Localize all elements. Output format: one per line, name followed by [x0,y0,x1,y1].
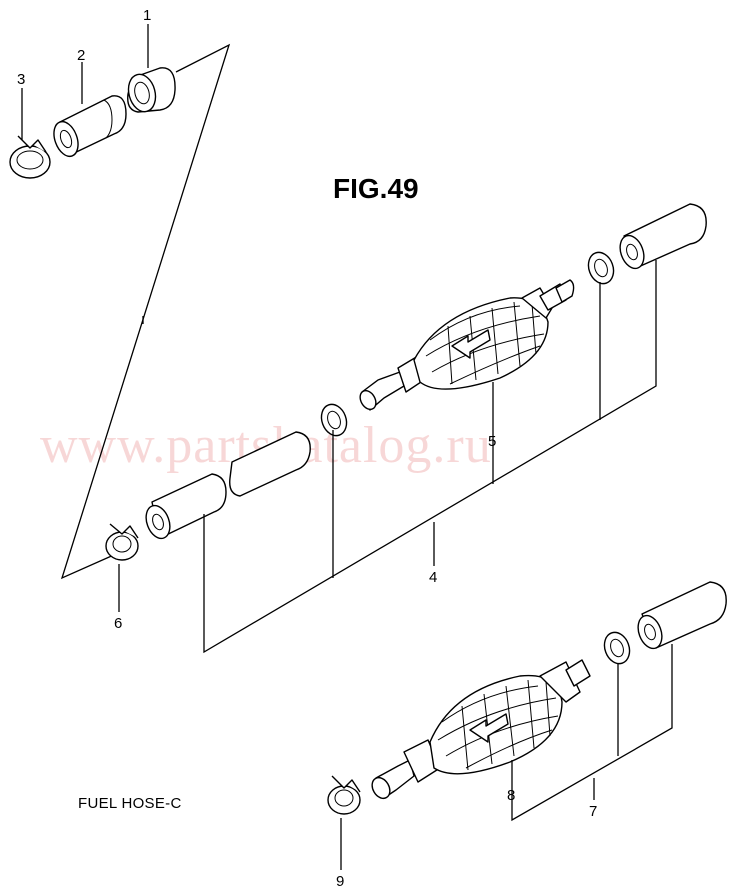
callout-9: 9 [336,873,344,890]
part-5-primer-bulb [359,279,575,411]
figure-caption: FUEL HOSE-C [78,795,182,812]
part-3-clip [9,135,51,179]
part-hose-upper-right [619,203,707,270]
figure-title: FIG.49 [333,173,419,204]
callout-3: 3 [17,71,25,88]
callout-1: 1 [143,7,151,24]
part-clip-upper-left [320,403,348,437]
callout-6: 6 [114,615,122,632]
part-hose-upper-left [145,431,311,540]
part-1-sleeve [127,67,176,113]
part-6-clip [105,523,139,561]
callout-8: 8 [507,787,515,804]
callout-2: 2 [77,47,85,64]
callout-7: 7 [589,803,597,820]
part-clip-upper-right [587,251,615,285]
callout-4: 4 [429,569,437,586]
part-2-hose [53,95,127,158]
part-clip-lower [603,631,631,665]
part-8-primer-bulb [371,659,591,800]
part-hose-lower [637,581,727,650]
callout-5: 5 [488,433,496,450]
part-9-clip [327,775,361,815]
